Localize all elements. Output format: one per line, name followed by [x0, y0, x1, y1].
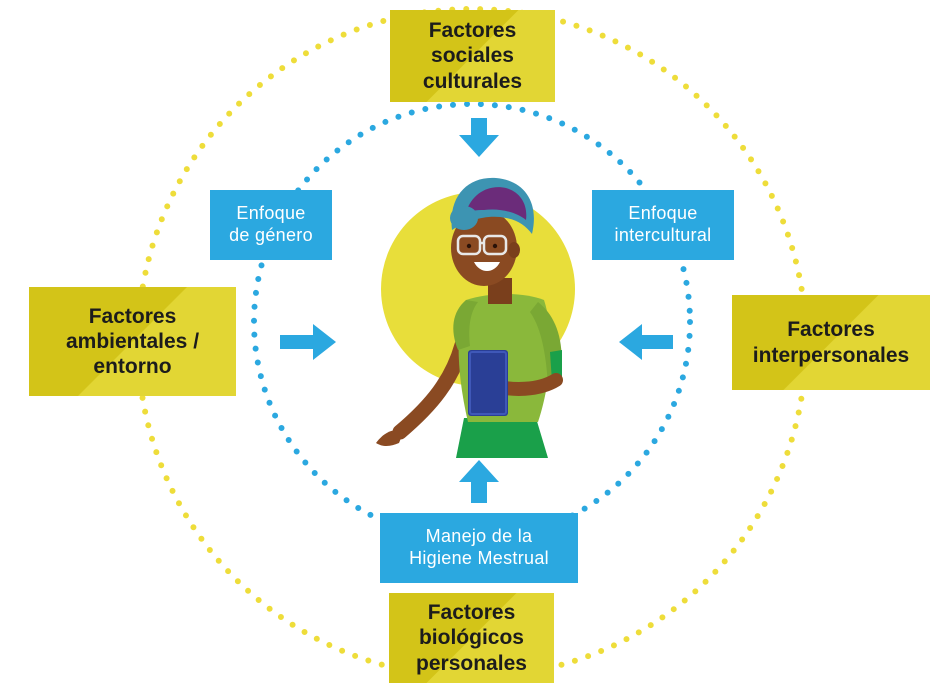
factor-environmental: Factores ambientales / entorno — [29, 287, 236, 396]
factor-environmental-label: Factores ambientales / entorno — [65, 304, 200, 379]
woman-illustration — [376, 177, 563, 458]
menstrual-hygiene-box: Manejo de la Higiene Mestrual — [380, 513, 578, 583]
factor-interpersonal-label: Factores interpersonales — [752, 318, 910, 367]
menstrual-hygiene-label: Manejo de la Higiene Mestrual — [409, 526, 549, 568]
arrow-down-icon — [459, 118, 499, 157]
factor-social-cultural-label: Factores sociales culturales — [422, 19, 523, 93]
factor-biological-personal-label: Factores biológicos personales — [416, 601, 527, 675]
arrow-up-icon — [459, 460, 499, 503]
factor-interpersonal: Factores interpersonales — [732, 295, 930, 390]
intercultural-approach-box: Enfoque intercultural — [592, 190, 734, 260]
arrow-right-icon — [280, 324, 336, 360]
arrow-left-icon — [619, 324, 673, 360]
intercultural-approach-label: Enfoque intercultural — [614, 203, 712, 245]
inner-dotted-ring — [251, 101, 693, 543]
factor-social-cultural: Factores sociales culturales — [390, 10, 555, 102]
gender-approach-box: Enfoque de género — [210, 190, 332, 260]
factor-biological-personal: Factores biológicos personales — [389, 593, 554, 683]
gender-approach-label: Enfoque de género — [229, 203, 313, 245]
